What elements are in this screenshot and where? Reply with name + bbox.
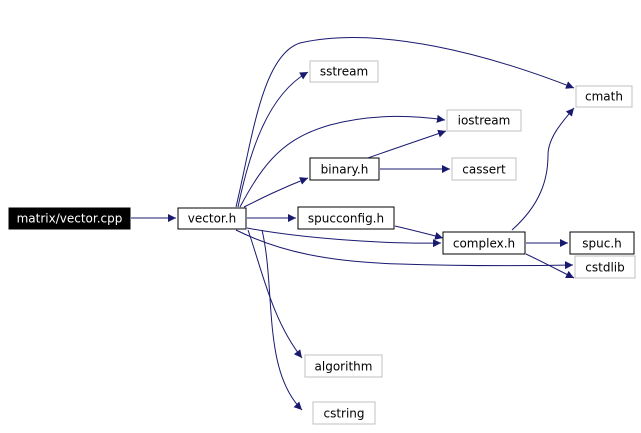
node-spuc-h[interactable]: spuc.h [569, 231, 635, 255]
edge-vector-h-to-iostream [239, 114, 446, 208]
node-cassert[interactable]: cassert [451, 157, 517, 181]
nodes: matrix/vector.cpp vector.h sstream cmath… [8, 60, 636, 425]
node-label: spucconfig.h [308, 212, 384, 226]
node-label: cstdlib [585, 261, 624, 275]
node-label: sstream [320, 65, 368, 79]
node-label: vector.h [188, 212, 236, 226]
edge-complex-h-to-cstdlib [525, 253, 575, 279]
node-cstdlib[interactable]: cstdlib [574, 255, 636, 279]
edges [131, 37, 575, 411]
edge-vector-h-to-cstdlib [235, 229, 574, 270]
node-label: cstring [323, 407, 364, 421]
node-cstring[interactable]: cstring [312, 401, 376, 425]
node-algorithm[interactable]: algorithm [304, 354, 383, 378]
node-vector-h[interactable]: vector.h [177, 207, 247, 230]
node-label: iostream [458, 114, 511, 128]
edge-vector-h-to-cmath [235, 37, 575, 208]
node-sstream[interactable]: sstream [309, 60, 379, 83]
node-binary-h[interactable]: binary.h [309, 157, 380, 181]
node-spucconfig-h[interactable]: spucconfig.h [297, 206, 395, 230]
node-cmath[interactable]: cmath [575, 85, 633, 108]
node-label: binary.h [321, 163, 369, 177]
node-label: algorithm [315, 360, 373, 374]
node-label: cmath [585, 90, 623, 104]
node-complex-h[interactable]: complex.h [442, 231, 526, 255]
node-iostream[interactable]: iostream [446, 109, 522, 132]
edge-binary-h-to-iostream [367, 129, 447, 159]
edge-complex-h-to-cmath [511, 107, 575, 231]
edge-vector-h-to-complex-h [246, 227, 442, 248]
edge-spucconfig-h-to-complex-h [394, 225, 444, 240]
edge-vector-h-to-algorithm [247, 229, 303, 359]
node-label: complex.h [453, 237, 515, 251]
node-label: matrix/vector.cpp [17, 212, 123, 226]
edge-vector-h-to-binary-h [243, 177, 309, 208]
node-label: spuc.h [582, 237, 622, 251]
node-matrix-vector-cpp[interactable]: matrix/vector.cpp [8, 207, 131, 230]
node-label: cassert [462, 163, 506, 177]
edge-vector-h-to-cstring [261, 229, 303, 411]
edge-vector-h-to-sstream [237, 71, 309, 208]
